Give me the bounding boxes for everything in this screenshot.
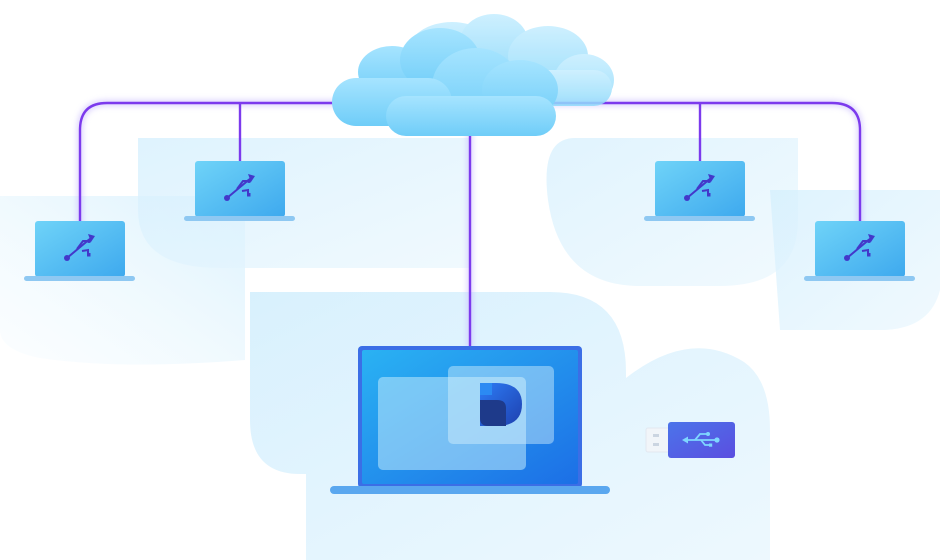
usb-device bbox=[645, 422, 735, 458]
laptop-screen bbox=[815, 221, 905, 277]
usb-icon bbox=[844, 234, 875, 261]
remote-computer-2 bbox=[184, 161, 295, 221]
remote-computer-1 bbox=[24, 221, 135, 281]
connector-lines bbox=[77, 100, 863, 348]
connector-line-right bbox=[500, 101, 862, 226]
main-computer bbox=[330, 346, 610, 494]
laptop-screen bbox=[35, 221, 125, 277]
laptop-base bbox=[184, 216, 295, 221]
laptop-base bbox=[24, 276, 135, 281]
app-logo-d-icon bbox=[480, 383, 522, 426]
usb-icon bbox=[682, 432, 720, 447]
usb-icon bbox=[64, 234, 95, 261]
cloud-front bbox=[332, 28, 558, 136]
laptop-base bbox=[804, 276, 915, 281]
laptop-screen bbox=[655, 161, 745, 217]
backdrop-shape-center-left bbox=[138, 138, 470, 268]
usb-icon bbox=[684, 174, 715, 201]
laptop-screen bbox=[195, 161, 285, 217]
remote-computer-4 bbox=[804, 221, 915, 281]
connector-line-left bbox=[78, 101, 440, 226]
usb-icon bbox=[224, 174, 255, 201]
laptop-base bbox=[644, 216, 755, 221]
main-laptop-base bbox=[330, 486, 610, 494]
remote-computer-3 bbox=[644, 161, 755, 221]
usb-connector bbox=[645, 427, 671, 453]
cloud-icon bbox=[332, 14, 614, 136]
